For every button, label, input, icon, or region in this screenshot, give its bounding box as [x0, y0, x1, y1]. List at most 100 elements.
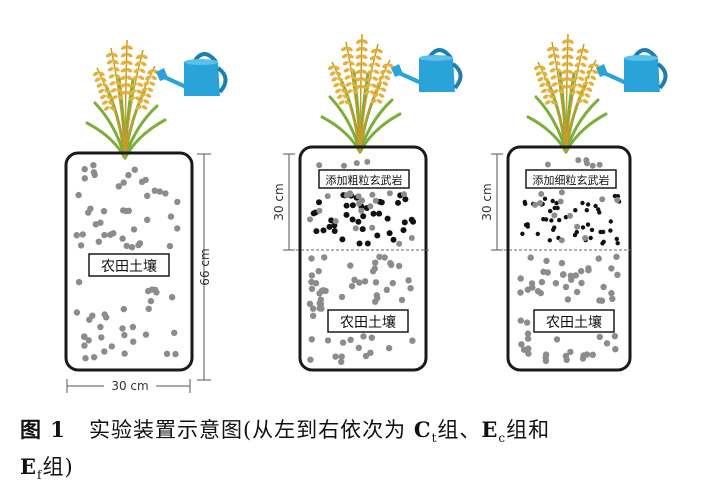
group-ct-tail: 组、 — [437, 418, 482, 442]
soil-particle — [524, 286, 531, 293]
fine-basalt-particle — [593, 203, 598, 209]
coarse-basalt-particle — [390, 236, 397, 243]
soil-particle — [308, 285, 316, 292]
soil-particle — [609, 295, 616, 302]
soil-particle — [130, 338, 137, 345]
coarse-basalt-particle — [320, 227, 327, 234]
soil-particle — [324, 193, 331, 200]
soil-particle — [355, 344, 362, 351]
soil-particle — [125, 171, 132, 179]
soil-particle — [580, 352, 587, 359]
soil-particle — [369, 224, 376, 231]
soil-particle — [338, 293, 346, 301]
soil-particle — [120, 179, 127, 186]
soil-particle — [603, 340, 611, 347]
soil-particle — [347, 262, 354, 269]
soil-particle — [148, 286, 156, 293]
soil-particle — [538, 278, 546, 286]
fine-basalt-particle — [552, 225, 557, 230]
coarse-basalt-particle — [310, 210, 317, 217]
fine-basalt-particle — [549, 218, 554, 223]
fine-basalt-particle — [520, 231, 525, 236]
soil-particle — [517, 275, 524, 282]
soil-particle — [524, 335, 532, 342]
coarse-basalt-particle — [349, 216, 356, 223]
soil-particle — [567, 348, 574, 356]
soil-particle — [142, 331, 150, 338]
soil-particle — [532, 201, 539, 208]
soil-particle — [75, 278, 83, 286]
coarse-basalt-particle — [374, 232, 381, 239]
soil-particle — [518, 341, 525, 348]
soil-particle — [537, 200, 544, 206]
soil-particle — [408, 235, 415, 241]
coarse-basalt-particle — [355, 218, 362, 225]
soil-particle — [543, 257, 550, 265]
soil-particle — [306, 300, 314, 307]
rice-plant-icon — [320, 33, 402, 154]
soil-particle — [553, 336, 561, 343]
soil-particle — [90, 169, 98, 176]
soil-particle — [81, 175, 89, 182]
soil-particle — [595, 255, 602, 262]
height-label-ct: 66 cm — [198, 248, 212, 285]
soil-particle — [608, 265, 615, 272]
soil-particle — [147, 297, 155, 305]
soil-particle — [347, 336, 354, 343]
soil-particle — [312, 280, 320, 287]
soil-particle — [524, 330, 532, 337]
soil-particle — [101, 311, 108, 318]
watering-can-icon — [596, 48, 668, 92]
soil-particle — [338, 358, 345, 365]
coarse-basalt-particle — [360, 213, 367, 220]
group-ef-sub: f — [37, 468, 43, 483]
coarse-basalt-particle — [316, 199, 322, 206]
soil-particle — [87, 205, 94, 212]
soil-particle — [343, 192, 350, 199]
fine-basalt-particle — [541, 217, 546, 222]
soil-particle — [558, 259, 566, 267]
soil-particle — [356, 279, 363, 286]
fine-basalt-particle — [601, 229, 606, 235]
soil-label-box-ef — [533, 309, 615, 333]
figure-caption-line1: 图 1 实验装置示意图(从左到右依次为 Ct组、Ec组和 — [20, 414, 550, 445]
coarse-basalt-particle — [343, 202, 350, 209]
soil-particle — [355, 193, 362, 200]
soil-particle — [611, 333, 619, 340]
soil-particle — [81, 165, 88, 173]
soil-particle — [567, 272, 574, 279]
soil-particle — [583, 157, 590, 164]
soil-particle — [144, 192, 151, 199]
soil-particle — [121, 350, 128, 357]
soil-particle — [85, 337, 92, 344]
soil-particle — [73, 232, 80, 239]
soil-particle — [341, 162, 347, 169]
soil-particle — [309, 305, 317, 312]
soil-particle — [551, 212, 558, 219]
fine-basalt-particle — [557, 217, 562, 223]
height-dimension-ec — [283, 153, 295, 251]
fine-basalt-particle — [542, 196, 548, 201]
soil-particle — [552, 280, 560, 287]
soil-particle — [405, 277, 412, 284]
fine-basalt-particle — [615, 241, 620, 246]
container-ec — [298, 145, 428, 372]
soil-particle — [121, 331, 128, 339]
soil-particle — [596, 333, 603, 341]
soil-particle — [372, 279, 380, 286]
group-ec: E — [481, 417, 499, 442]
soil-particle — [115, 183, 123, 190]
soil-particle — [324, 337, 332, 344]
soil-particle — [395, 262, 403, 270]
coarse-basalt-particle — [343, 211, 350, 218]
group-ec-sub: c — [498, 431, 507, 446]
coarse-basalt-particle — [326, 223, 333, 230]
soil-particle — [338, 353, 345, 360]
soil-particle — [174, 225, 181, 232]
fine-basalt-particle — [550, 198, 555, 204]
soil-particle — [131, 166, 138, 173]
soil-particle — [599, 196, 606, 203]
soil-particle — [407, 285, 414, 292]
watering-can-icon — [391, 48, 463, 92]
